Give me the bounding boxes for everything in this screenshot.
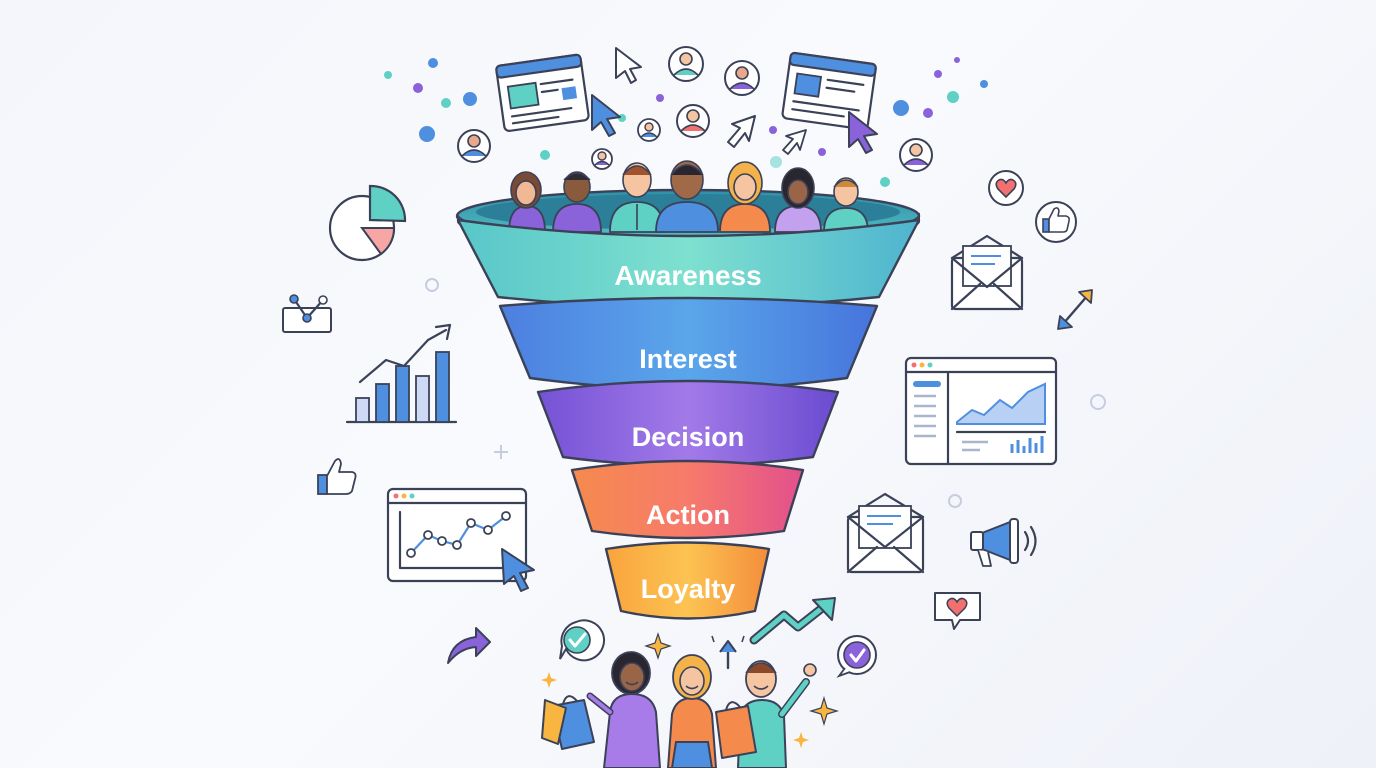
person-figure — [609, 162, 665, 233]
stage-label-action: Action — [646, 500, 730, 530]
crowd-group — [508, 160, 869, 233]
shopping-bag-icon — [541, 695, 595, 750]
cursor-icon — [782, 129, 807, 155]
browser-window-icon — [495, 53, 590, 132]
up-arrow-icon — [711, 635, 745, 670]
stage-label-awareness: Awareness — [614, 260, 761, 291]
envelope-icon — [846, 492, 925, 574]
dashboard-window-icon — [904, 356, 1058, 466]
user-avatar-icon — [668, 46, 704, 82]
envelope-icon — [950, 234, 1024, 311]
share-arrow-icon — [447, 627, 491, 664]
cursor-icon — [848, 111, 878, 154]
funnel-stage-loyalty — [604, 541, 771, 620]
folder-network-icon — [282, 294, 332, 333]
checkmark-badge-icon — [559, 619, 606, 662]
shopping-bag-icon — [715, 701, 757, 759]
happy-customers-group — [541, 651, 817, 768]
stage-label-decision: Decision — [632, 422, 745, 452]
user-avatar-icon — [591, 148, 613, 170]
megaphone-icon — [970, 518, 1037, 567]
cursor-icon — [615, 47, 642, 84]
user-avatar-icon — [724, 60, 760, 96]
user-avatar-icon — [676, 104, 710, 138]
heart-icon — [988, 170, 1024, 206]
stage-label-interest: Interest — [639, 344, 737, 374]
cursor-icon — [591, 94, 621, 137]
person-figure — [823, 177, 869, 233]
trend-arrow-icon — [749, 597, 836, 645]
user-avatar-icon — [637, 118, 661, 142]
person-figure — [508, 171, 546, 233]
growth-bar-chart-icon — [345, 323, 458, 424]
person-figure — [666, 654, 718, 768]
funnel-stage-action — [570, 459, 805, 540]
user-avatar-icon — [457, 129, 491, 163]
pie-chart-icon — [328, 184, 407, 262]
person-figure — [552, 171, 602, 233]
person-figure — [774, 167, 822, 233]
thumbs-up-icon — [1035, 201, 1077, 243]
person-figure — [719, 161, 771, 233]
double-arrow-icon — [1057, 289, 1093, 330]
heart-chat-icon — [934, 592, 981, 630]
analytics-window-icon — [386, 487, 528, 583]
sparkle-icon — [541, 632, 840, 748]
person-figure — [655, 160, 719, 233]
stage-label-loyalty: Loyalty — [641, 574, 736, 604]
cursor-icon — [501, 548, 535, 592]
cursor-icon — [727, 115, 756, 148]
funnel: Awareness Interest Decision Action Loyal… — [455, 160, 921, 620]
browser-window-icon — [781, 51, 877, 131]
thumbs-up-icon — [317, 458, 357, 495]
checkmark-badge-icon — [836, 635, 877, 678]
user-avatar-icon — [899, 138, 933, 172]
person-figure — [586, 651, 662, 768]
